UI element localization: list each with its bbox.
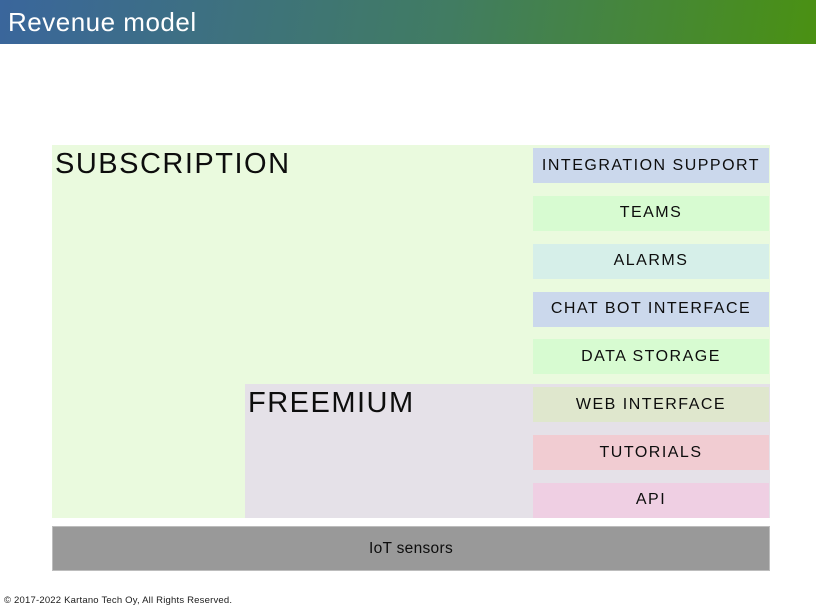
feature-box-api: API bbox=[533, 482, 769, 518]
feature-box-data-storage: DATA STORAGE bbox=[533, 339, 769, 375]
feature-label: DATA STORAGE bbox=[581, 347, 721, 365]
feature-label: CHAT BOT INTERFACE bbox=[550, 300, 752, 318]
feature-label: API bbox=[635, 491, 667, 509]
feature-label: INTEGRATION SUPPORT bbox=[541, 156, 761, 174]
feature-box-tutorials: TUTORIALS bbox=[533, 435, 769, 471]
feature-label: TUTORIALS bbox=[599, 443, 703, 461]
feature-box-chat-bot-interface: CHAT BOT INTERFACE bbox=[533, 291, 769, 327]
iot-sensors-bar: IoT sensors bbox=[52, 526, 770, 571]
iot-sensors-label: IoT sensors bbox=[369, 539, 453, 557]
copyright-text: © 2017-2022 Kartano Tech Oy, All Rights … bbox=[4, 595, 233, 606]
feature-list: INTEGRATION SUPPORT TEAMS ALARMS CHAT BO… bbox=[533, 148, 769, 518]
feature-label: WEB INTERFACE bbox=[575, 395, 727, 413]
page-title: Revenue model bbox=[8, 7, 197, 37]
subscription-tier-label: SUBSCRIPTION bbox=[55, 148, 291, 180]
feature-label: TEAMS bbox=[619, 204, 683, 222]
feature-box-web-interface: WEB INTERFACE bbox=[533, 387, 769, 423]
feature-label: ALARMS bbox=[613, 252, 689, 270]
feature-box-integration-support: INTEGRATION SUPPORT bbox=[533, 148, 769, 183]
feature-box-alarms: ALARMS bbox=[533, 243, 769, 279]
freemium-tier-label: FREEMIUM bbox=[248, 387, 415, 419]
feature-box-teams: TEAMS bbox=[533, 195, 769, 231]
slide-title-bar: Revenue model bbox=[0, 0, 816, 44]
